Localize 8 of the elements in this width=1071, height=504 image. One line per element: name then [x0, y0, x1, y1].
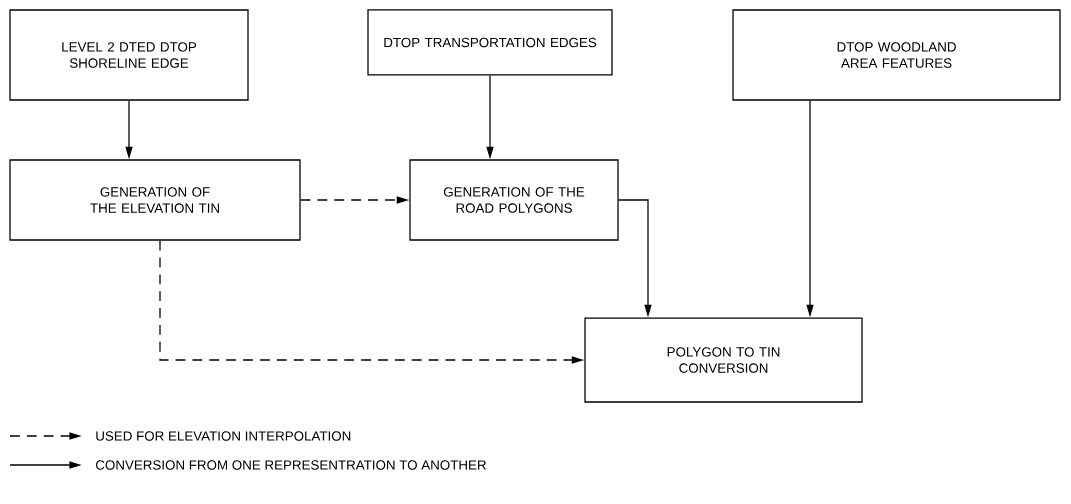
process-box: POLYGON TO TIN CONVERSION [584, 317, 863, 403]
process-box: LEVEL 2 DTED DTOP SHORELINE EDGE [9, 9, 249, 101]
process-box: DTOP WOODLAND AREA FEATURES [732, 9, 1061, 101]
legend-text: CONVERSION FROM ONE REPRESENTRATION TO ANOTHER [95, 460, 486, 470]
process-box: DTOP TRANSPORTATION EDGES [367, 9, 613, 76]
process-box: GENERATION OF THE ROAD POLYGONS [409, 159, 619, 241]
process-box: GENERATION OF THE ELEVATION TIN [9, 159, 301, 241]
legend-text: USED FOR ELEVATION INTERPOLATION [96, 431, 351, 441]
